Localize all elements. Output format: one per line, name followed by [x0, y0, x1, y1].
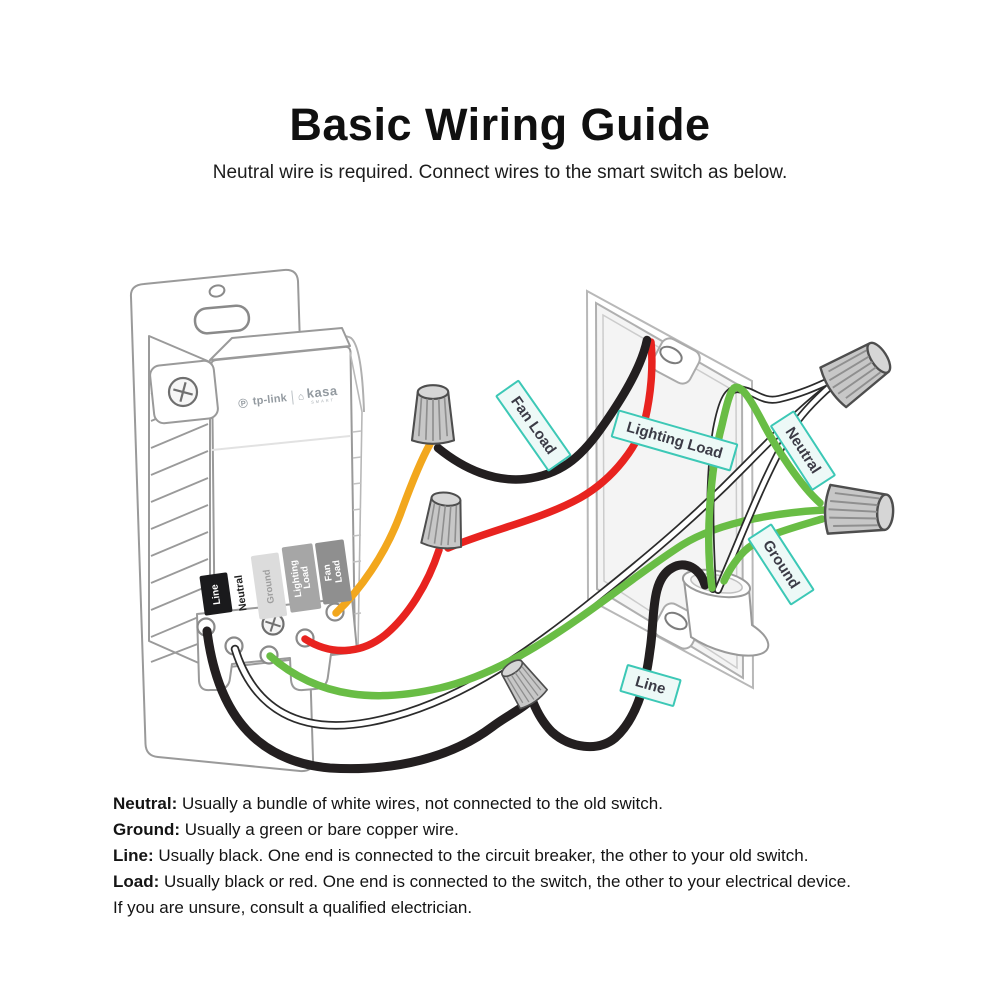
note-ground: Ground: Usually a green or bare copper w…	[113, 820, 459, 839]
tp-link-logo-icon: ℗	[237, 394, 249, 411]
note-line: Line: Usually black. One end is connecte…	[113, 846, 809, 865]
smart-switch	[129, 268, 365, 773]
plate-screw-hole	[208, 284, 226, 298]
wiring-notes: Neutral: Usually a bundle of white wires…	[113, 791, 923, 921]
wire-nut-ground	[822, 483, 896, 539]
wire-lighting-box	[444, 338, 656, 552]
wire-line-switch	[202, 626, 535, 774]
box-tab-bottom-hole	[664, 611, 688, 631]
note-disclaimer: If you are unsure, consult a qualified e…	[113, 898, 473, 917]
page-title: Basic Wiring Guide	[289, 99, 711, 150]
note-load: Load: Usually black or red. One end is c…	[113, 872, 851, 891]
wire-nut-fan	[410, 384, 456, 445]
wire-nut-neutral	[816, 332, 900, 411]
page-subtitle: Neutral wire is required. Connect wires …	[212, 162, 788, 183]
wire-nut-lighting	[419, 489, 468, 552]
product-subname: SMART	[310, 397, 336, 405]
kasa-house-icon: ⌂	[297, 390, 305, 403]
wire-fan-box	[433, 335, 652, 484]
box-tab-top-hole	[659, 345, 683, 365]
wire-lighting-switch	[301, 546, 443, 655]
body-divider	[211, 435, 351, 451]
wire-ground-box1	[705, 383, 824, 592]
wire-neutral-switch	[232, 380, 838, 728]
logo-divider	[291, 390, 294, 405]
note-neutral: Neutral: Usually a bundle of white wires…	[113, 794, 663, 813]
body-side-edge	[349, 351, 363, 651]
plate-slot	[193, 304, 251, 335]
wire-fan-switch	[332, 440, 434, 617]
brand-name: tp-link	[252, 392, 288, 408]
wall-box	[585, 289, 770, 690]
wire-ground-box2	[720, 515, 826, 585]
